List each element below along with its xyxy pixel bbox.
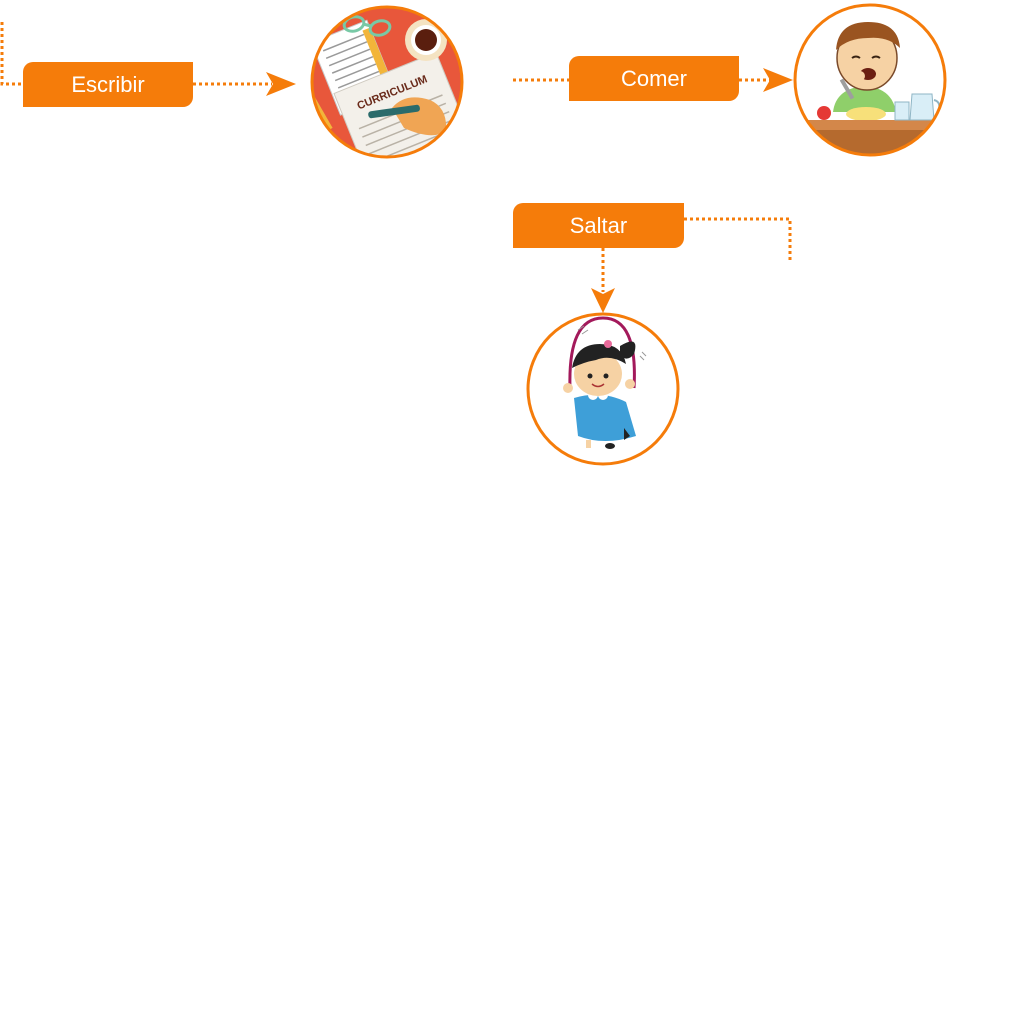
connector-saltar-to-offscreen (684, 217, 792, 260)
arrowhead-icon (591, 288, 615, 313)
label-escribir: Escribir (23, 62, 193, 107)
arrowheads (266, 68, 793, 313)
boy-eating-illustration (793, 3, 947, 157)
label-comer: Comer (569, 56, 739, 101)
writing-curriculum-illustration: CURRICULUM (310, 5, 464, 159)
girl-jumping-rope-illustration (526, 312, 680, 466)
label-saltar: Saltar (513, 203, 684, 248)
arrowhead-icon (266, 72, 296, 96)
connectors (0, 22, 792, 292)
connector-offscreen-to-escribir (0, 22, 23, 86)
arrowhead-icon (763, 68, 793, 92)
